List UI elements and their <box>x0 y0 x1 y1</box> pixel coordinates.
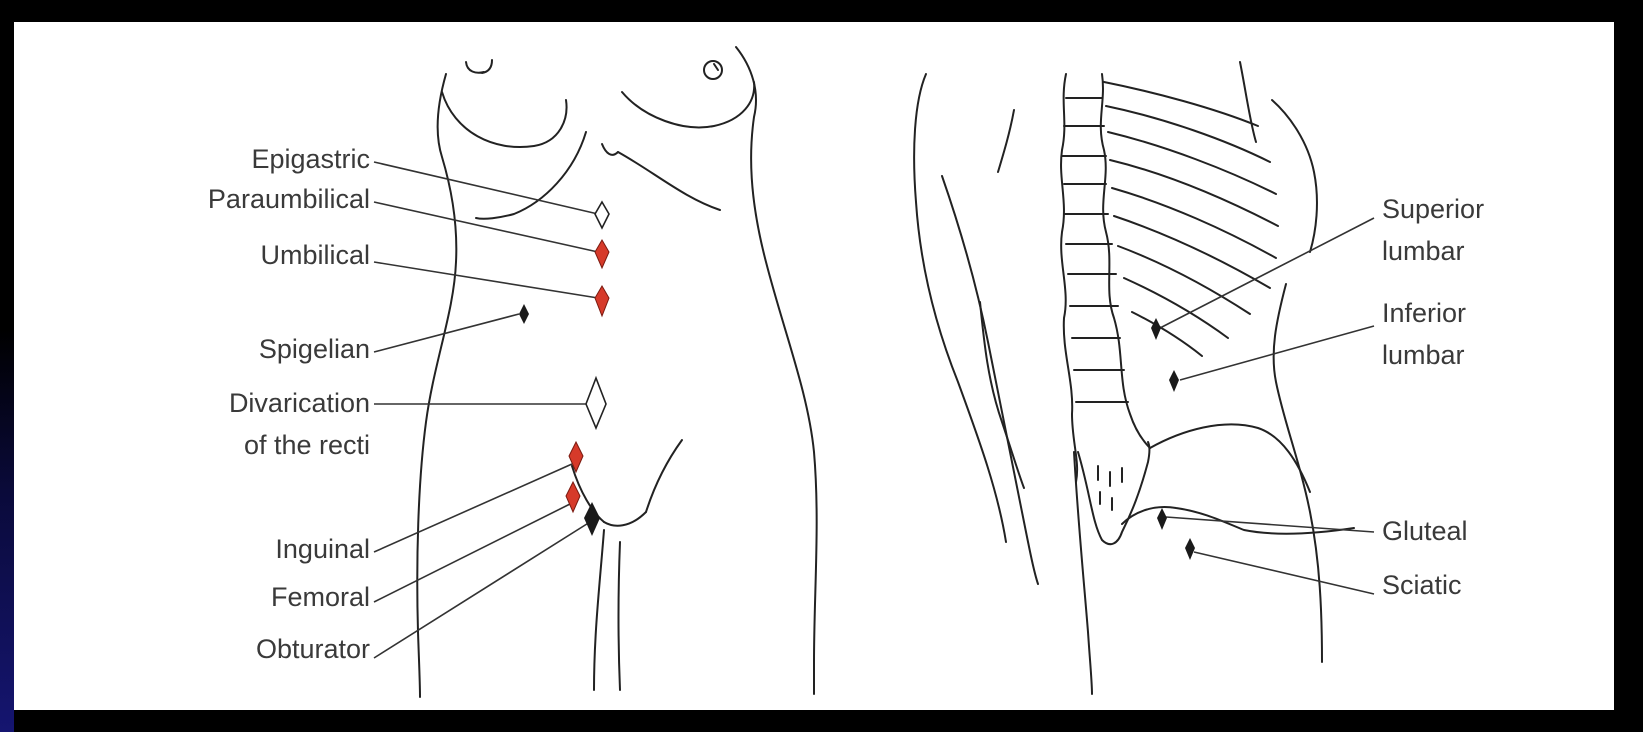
label-divarication-line1: Divarication <box>229 388 370 418</box>
posterior-left-hip-outline <box>1074 452 1092 694</box>
anterior-labels: Epigastric Paraumbilical Umbilical Spige… <box>208 144 370 664</box>
label-epigastric: Epigastric <box>251 144 370 174</box>
label-inguinal: Inguinal <box>275 534 370 564</box>
leader-obturator <box>374 522 590 658</box>
left-costal-margin <box>476 132 586 219</box>
label-superior-lumbar-line2: lumbar <box>1382 236 1465 266</box>
posterior-ribs <box>1104 82 1278 356</box>
label-paraumbilical: Paraumbilical <box>208 184 370 214</box>
rib-7 <box>1118 246 1250 314</box>
anterior-left-torso-outline <box>417 74 456 697</box>
label-gluteal: Gluteal <box>1382 516 1468 546</box>
leader-epigastric <box>374 162 598 214</box>
right-nipple-detail <box>714 64 718 70</box>
sacral-foramina <box>1098 466 1122 510</box>
marker-obturator <box>584 502 600 536</box>
spine-vertebrae <box>1062 98 1128 402</box>
right-inguinal-crease <box>646 440 682 512</box>
posterior-figure <box>914 62 1354 694</box>
marker-divarication <box>586 378 606 428</box>
marker-femoral <box>566 482 580 512</box>
leader-superior-lumbar <box>1160 218 1374 328</box>
rib-2 <box>1106 106 1270 162</box>
label-sciatic: Sciatic <box>1382 570 1462 600</box>
right-breast-outline <box>622 82 754 127</box>
leader-umbilical <box>374 262 598 298</box>
leader-lines <box>374 162 1374 658</box>
anterior-figure <box>417 47 816 697</box>
hernia-sites-diagram: Epigastric Paraumbilical Umbilical Spige… <box>14 22 1614 710</box>
posterior-labels: Superior lumbar Inferior lumbar Gluteal … <box>1382 194 1484 600</box>
leader-paraumbilical <box>374 202 598 252</box>
marker-superior-lumbar <box>1151 318 1161 340</box>
marker-paraumbilical <box>595 240 609 268</box>
inner-left-thigh <box>594 530 604 690</box>
label-obturator: Obturator <box>256 634 370 664</box>
marker-sciatic <box>1185 538 1195 560</box>
marker-gluteal <box>1157 508 1167 530</box>
shoulder-blade-mark <box>998 110 1014 172</box>
label-superior-lumbar-line1: Superior <box>1382 194 1484 224</box>
gluteal-cleft <box>1122 507 1354 534</box>
marker-inguinal <box>569 442 583 472</box>
spine-right-edge <box>1101 74 1150 448</box>
left-nipple <box>466 60 492 73</box>
posterior-left-back-outline <box>914 74 1006 542</box>
rib-1 <box>1104 82 1258 126</box>
inner-right-thigh <box>619 542 621 690</box>
anterior-right-torso-outline <box>736 47 817 694</box>
label-inferior-lumbar-line1: Inferior <box>1382 298 1466 328</box>
marker-spigelian <box>519 304 529 324</box>
spine <box>1061 74 1150 482</box>
sternal-notch <box>602 144 618 155</box>
iliac-crest <box>1150 424 1310 492</box>
rib-4 <box>1110 160 1278 226</box>
leader-gluteal <box>1166 517 1374 532</box>
label-femoral: Femoral <box>271 582 370 612</box>
posterior-right-arm-outline <box>1272 100 1317 252</box>
rib-3 <box>1108 132 1276 194</box>
right-costal-margin <box>618 152 720 210</box>
sacrum-outline <box>1078 442 1150 544</box>
marker-inferior-lumbar <box>1169 370 1179 392</box>
posterior-left-arm-inner <box>980 302 1024 488</box>
rib-8 <box>1124 278 1228 338</box>
pubic-contour <box>604 512 646 526</box>
leader-inguinal <box>374 464 572 552</box>
slide-edge-gradient <box>0 330 14 732</box>
marker-epigastric <box>595 202 609 228</box>
right-nipple <box>704 61 722 79</box>
diagram-panel: Epigastric Paraumbilical Umbilical Spige… <box>14 22 1614 710</box>
marker-umbilical <box>595 286 609 316</box>
label-spigelian: Spigelian <box>259 334 370 364</box>
hernia-markers <box>519 202 1195 560</box>
rib-6 <box>1114 216 1270 288</box>
spine-left-edge <box>1061 74 1077 482</box>
label-divarication-line2: of the recti <box>244 430 370 460</box>
left-breast-outline <box>442 92 567 147</box>
leader-sciatic <box>1194 552 1374 594</box>
label-umbilical: Umbilical <box>260 240 370 270</box>
leader-inferior-lumbar <box>1180 326 1374 380</box>
rib-9 <box>1132 312 1202 356</box>
label-inferior-lumbar-line2: lumbar <box>1382 340 1465 370</box>
